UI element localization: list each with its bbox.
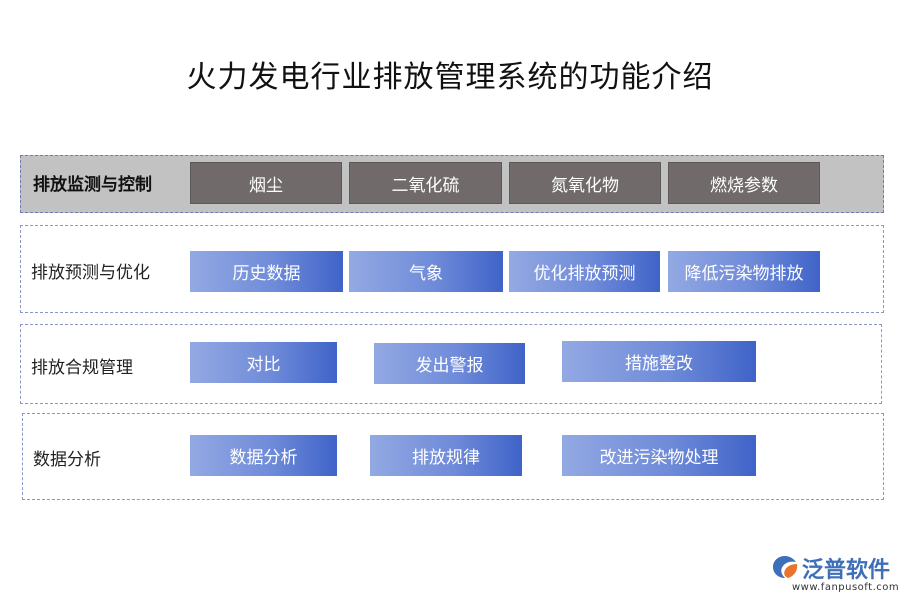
row-data-analysis: 数据分析: [22, 413, 884, 500]
item-box: 历史数据: [190, 251, 343, 292]
item-box: 氮氧化物: [509, 162, 661, 204]
row-label: 排放合规管理: [31, 358, 133, 378]
item-box: 措施整改: [562, 341, 756, 382]
page-title: 火力发电行业排放管理系统的功能介绍: [186, 60, 714, 95]
row-emission-prediction: 排放预测与优化: [20, 225, 884, 313]
item-box: 优化排放预测: [509, 251, 660, 292]
item-box: 降低污染物排放: [668, 251, 820, 292]
row-label: 排放预测与优化: [31, 263, 150, 283]
item-box: 对比: [190, 342, 337, 383]
row-label: 数据分析: [33, 450, 101, 470]
item-box: 数据分析: [190, 435, 337, 476]
item-box: 气象: [349, 251, 503, 292]
item-box: 发出警报: [374, 343, 525, 384]
item-box: 改进污染物处理: [562, 435, 756, 476]
brand-logo: 泛普软件 www.fanpusoft.com: [770, 552, 899, 598]
item-box: 二氧化硫: [349, 162, 502, 204]
item-box: 烟尘: [190, 162, 342, 204]
brand-url: www.fanpusoft.com: [792, 582, 900, 593]
row-emission-compliance: 排放合规管理: [20, 324, 882, 404]
item-box: 排放规律: [370, 435, 522, 476]
fanpu-logo-icon: [773, 556, 798, 578]
row-label: 排放监测与控制: [33, 175, 152, 195]
brand-name: 泛普软件: [802, 558, 891, 583]
item-box: 燃烧参数: [668, 162, 820, 204]
